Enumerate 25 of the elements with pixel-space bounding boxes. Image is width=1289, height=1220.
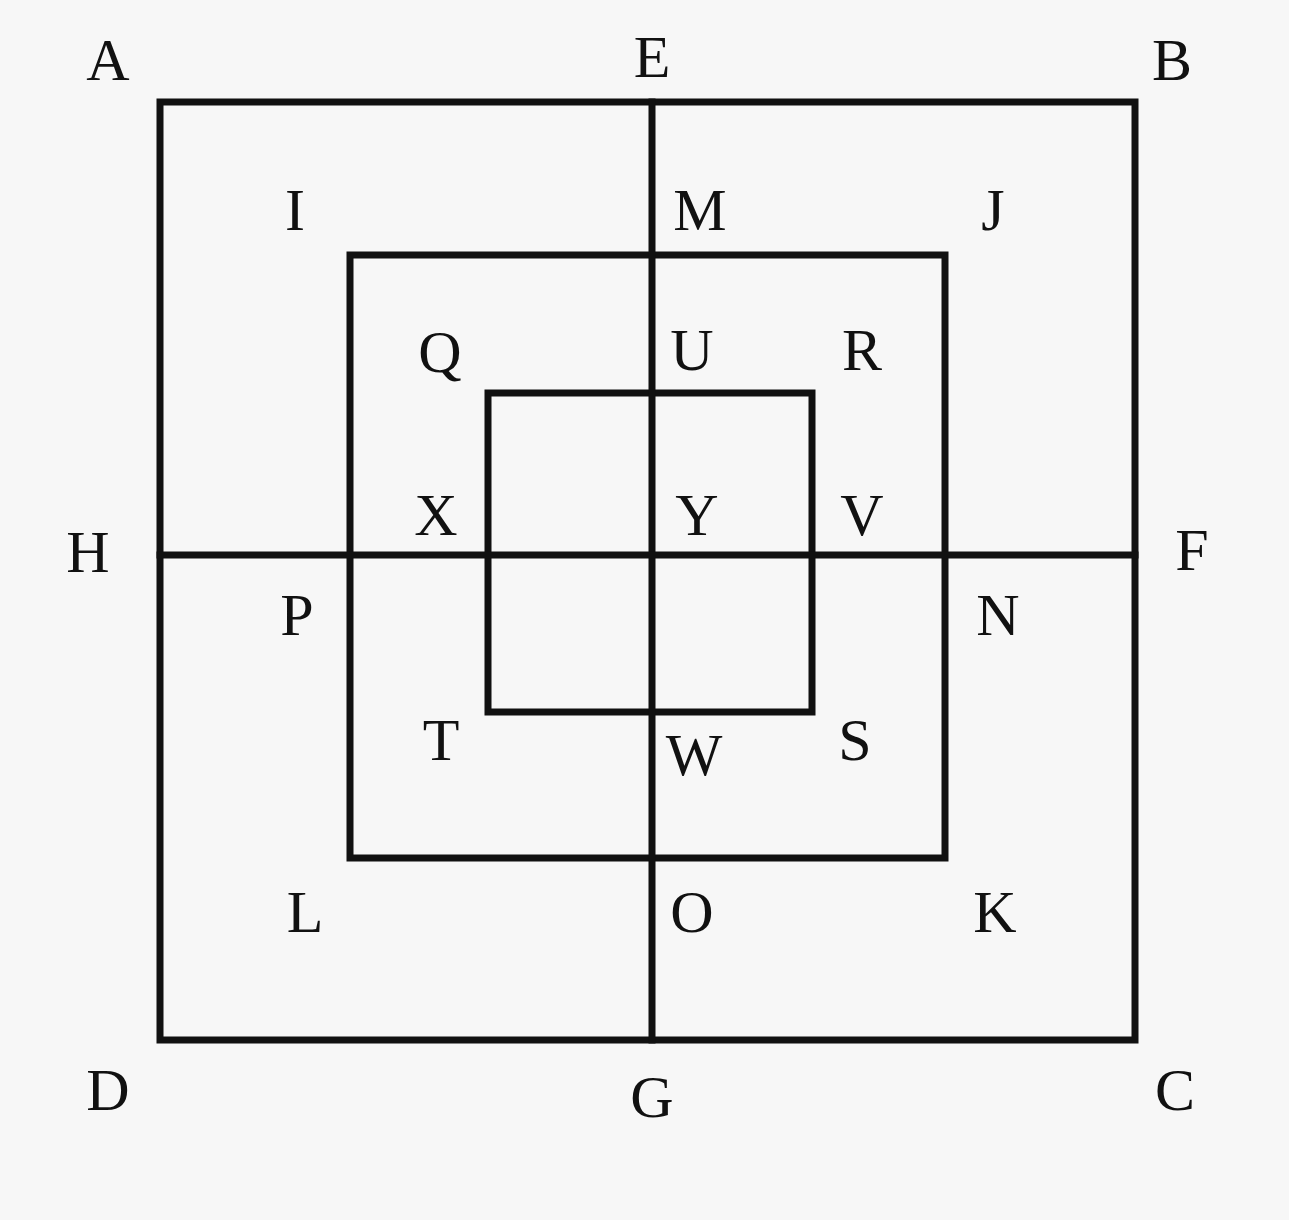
point-label: T (422, 710, 460, 770)
point-label: N (976, 585, 1020, 645)
point-label: K (973, 882, 1017, 942)
point-label: E (633, 27, 671, 87)
point-label: B (1152, 30, 1192, 90)
point-label: F (1175, 520, 1209, 580)
point-label: M (673, 180, 727, 240)
point-label: P (280, 585, 314, 645)
point-label: O (670, 882, 714, 942)
point-label: Y (675, 485, 719, 545)
point-label: A (86, 30, 130, 90)
point-label: D (86, 1060, 130, 1120)
point-label: H (66, 522, 110, 582)
point-label: X (414, 485, 458, 545)
point-label: L (286, 882, 324, 942)
point-label: Q (418, 322, 462, 382)
point-label: V (840, 485, 884, 545)
point-label: J (981, 180, 1005, 240)
point-label: R (842, 320, 882, 380)
point-label: I (285, 180, 305, 240)
point-label: W (665, 725, 723, 785)
point-label: U (670, 320, 714, 380)
point-label: S (838, 710, 872, 770)
point-label: G (630, 1067, 674, 1127)
point-label: C (1155, 1060, 1195, 1120)
